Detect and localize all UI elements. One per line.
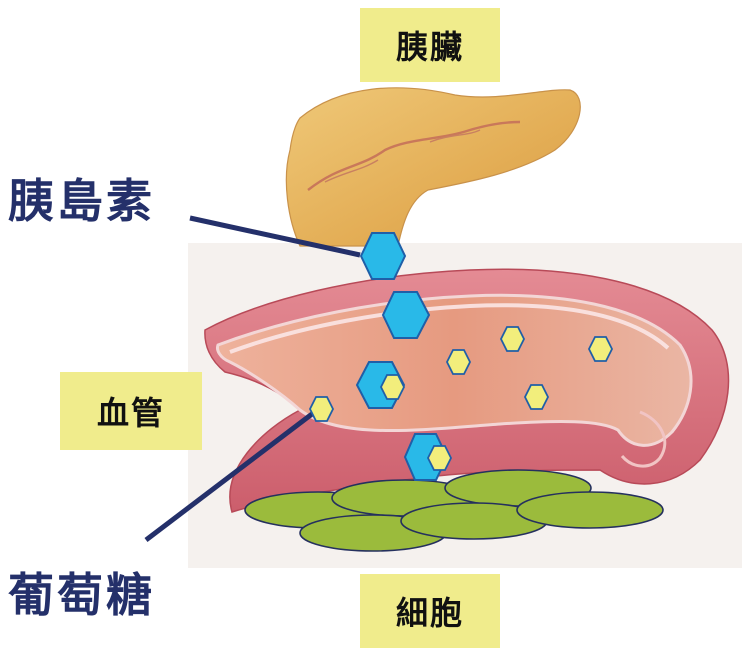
insulin-hexagon [361,233,405,279]
blood-vessel-label: 血管 [60,372,202,450]
pancreas-organ [286,88,580,246]
glucose-hexagon [428,446,451,470]
glucose-hexagon [381,375,404,399]
glucose-hexagon [501,327,524,351]
glucose-hexagon [310,397,333,421]
glucose-hexagon [589,337,612,361]
glucose-callout: 葡萄糖 [8,572,155,618]
cell-label: 細胞 [360,574,500,648]
insulin-callout: 胰島素 [8,178,155,224]
cell [517,492,663,528]
glucose-hexagon [447,350,470,374]
glucose-hexagon [525,385,548,409]
pancreas-label: 胰臟 [360,8,500,82]
